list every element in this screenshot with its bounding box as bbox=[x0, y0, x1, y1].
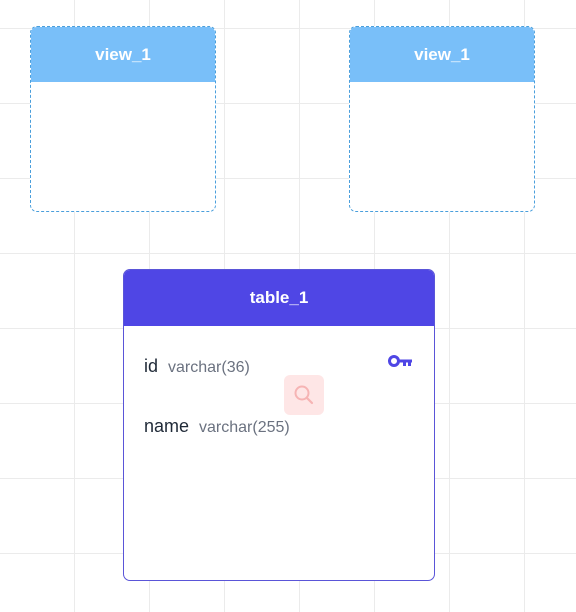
search-icon bbox=[294, 385, 314, 405]
view-header[interactable]: view_1 bbox=[350, 27, 534, 82]
key-icon bbox=[388, 355, 412, 367]
zoom-button[interactable] bbox=[284, 375, 324, 415]
field-row-id[interactable]: id varchar(36) bbox=[144, 356, 250, 377]
view-header[interactable]: view_1 bbox=[31, 27, 215, 82]
table-header[interactable]: table_1 bbox=[124, 270, 434, 326]
view-title: view_1 bbox=[414, 44, 470, 64]
view-title: view_1 bbox=[95, 44, 151, 64]
field-type: varchar(255) bbox=[199, 419, 290, 436]
field-row-name[interactable]: name varchar(255) bbox=[144, 416, 290, 437]
field-type: varchar(36) bbox=[168, 359, 250, 376]
field-name: id bbox=[144, 356, 159, 376]
view-node[interactable]: view_1 bbox=[349, 26, 535, 212]
table-title: table_1 bbox=[249, 288, 309, 307]
view-node[interactable]: view_1 bbox=[30, 26, 216, 212]
table-node[interactable]: table_1 id varchar(36) name varchar(255) bbox=[123, 269, 435, 581]
field-name: name bbox=[144, 416, 190, 436]
